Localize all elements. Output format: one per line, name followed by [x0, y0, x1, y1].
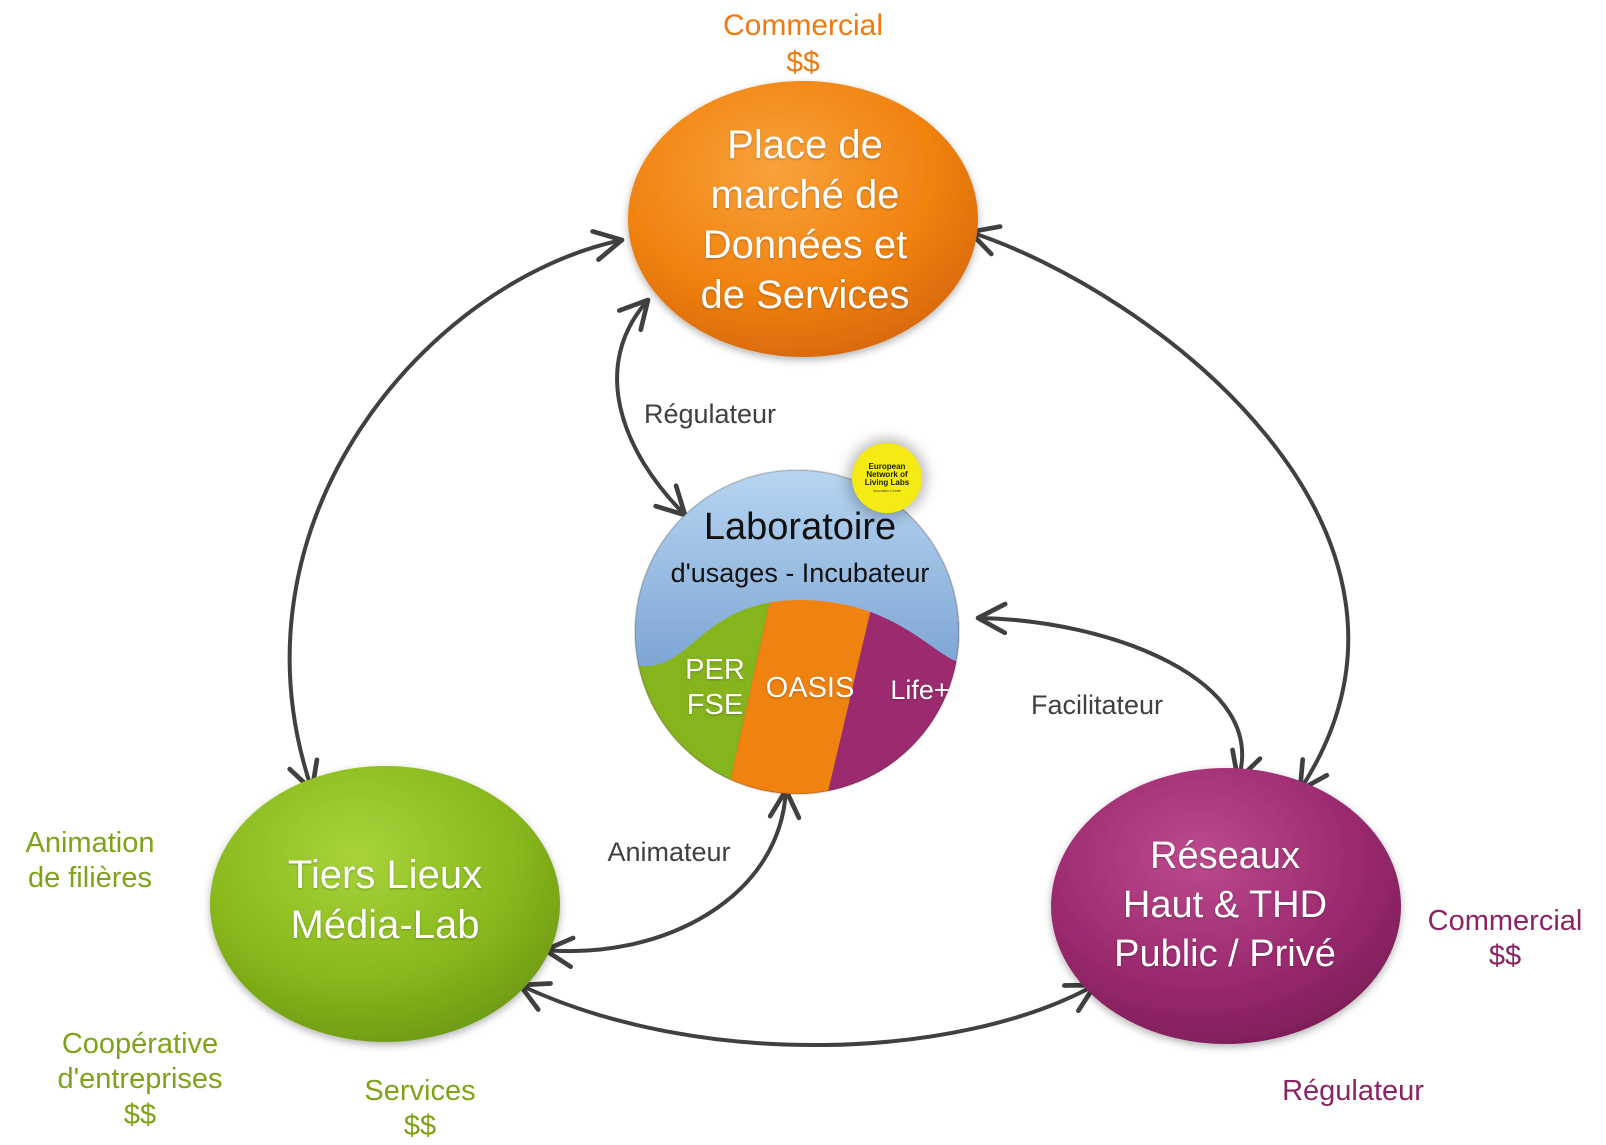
label-regulateur-top: Régulateur	[643, 399, 777, 429]
tiers-lieux-label: Tiers Lieux Média-Lab	[287, 853, 483, 947]
lab-subtitle: d'usages - Incubateur	[670, 557, 930, 588]
arrow-marketplace-tiers-lieux	[287, 229, 625, 793]
badge-subtitle: Innovation Centre	[873, 489, 901, 493]
connectors	[287, 224, 1351, 1048]
segment-life-label: Life+	[890, 674, 950, 705]
label-animation-filieres: Animation de filières	[25, 827, 155, 895]
label-cooperative: Coopérative d'entreprises $$	[57, 1028, 223, 1131]
tiers-lieux-node	[210, 766, 560, 1042]
living-labs-badge: European Network of Living Labs Innovati…	[852, 443, 922, 513]
marketplace-label: Place de marché de Données et de Service…	[700, 123, 910, 317]
lab-header	[635, 470, 959, 666]
label-regulateur-bottom: Régulateur	[1282, 1075, 1424, 1107]
arrow-tiers-lieux-reseaux	[517, 981, 1098, 1048]
marketplace-node	[628, 81, 978, 357]
segment-oasis-label: OASIS	[765, 671, 855, 704]
reseaux-node	[1051, 768, 1401, 1044]
arrow-lab-tiers-lieux	[542, 787, 802, 970]
lab-title: Laboratoire	[703, 506, 897, 548]
segment-per-fse-label: PER FSE	[685, 654, 745, 721]
arrow-marketplace-lab	[615, 297, 688, 518]
label-services: Services $$	[364, 1075, 476, 1143]
reseaux-label: Réseaux Haut & THD Public / Privé	[1114, 834, 1336, 975]
label-commercial-top: Commercial $$	[722, 9, 884, 79]
arrow-marketplace-reseaux	[967, 224, 1351, 793]
label-commercial-right: Commercial $$	[1427, 905, 1583, 973]
label-animateur: Animateur	[607, 837, 731, 867]
arrow-lab-reseaux	[975, 601, 1263, 783]
label-facilitateur: Facilitateur	[1030, 690, 1164, 720]
badge-title: European Network of Living Labs	[864, 462, 910, 487]
